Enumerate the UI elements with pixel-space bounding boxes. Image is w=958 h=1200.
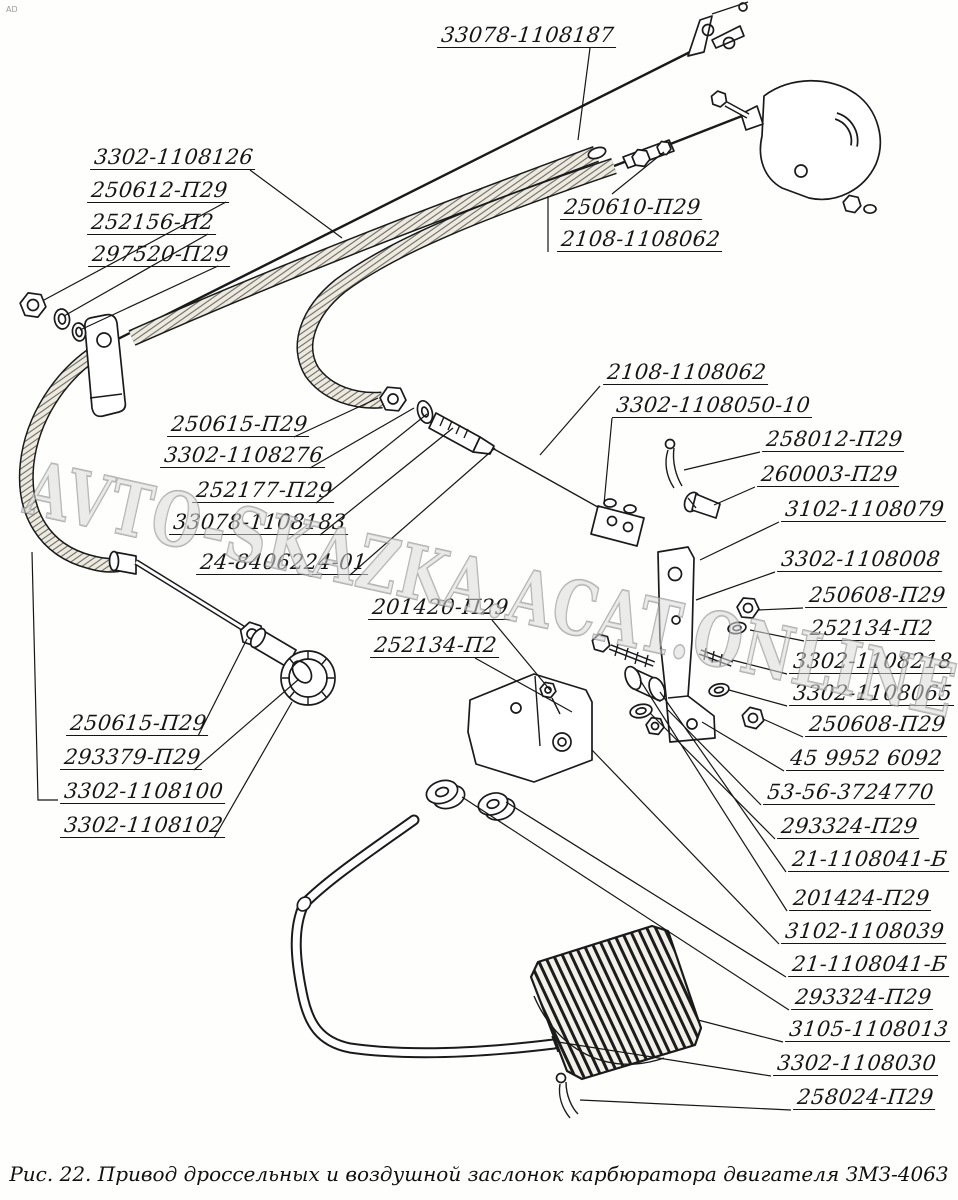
part-label: 250608-П29 [805,712,950,738]
part-label: 201424-П29 [789,886,934,912]
part-label: 3302-1108100 [60,779,228,805]
part-label: 252134-П2 [806,616,938,642]
part-label: 21-1108041-Б [788,952,952,978]
part-label: 2108-1108062 [557,227,725,253]
part-label: 21-1108041-Б [788,847,952,873]
part-label: 252156-П2 [87,210,219,236]
choke-knob-assembly [108,550,336,706]
part-label: 53-56-3724770 [763,780,938,806]
part-label: 45 9952 6092 [786,746,947,772]
part-label: 293324-П29 [777,814,922,840]
part-label: 250608-П29 [805,583,950,609]
part-label: 250610-П29 [560,195,705,221]
upper-cable-adjuster [622,140,674,168]
corner-mark: AD [6,5,18,14]
part-label: 3102-1108039 [781,919,949,945]
part-label: 293379-П29 [60,745,205,771]
part-label: 3302-1108276 [160,443,328,469]
part-label: 33078-1108183 [169,510,351,536]
part-label: 252177-П29 [192,478,337,504]
part-label: 250615-П29 [66,711,211,737]
part-label: 2108-1108062 [603,360,771,386]
part-label: 3102-1108079 [781,497,949,523]
part-label: 3302-1108065 [789,681,957,707]
part-label: 252134-П2 [370,633,502,659]
choke-cable-adjuster [379,387,645,547]
part-label: 250615-П29 [167,412,312,438]
top-clevis [687,1,749,57]
part-label: 293324-П29 [791,985,936,1011]
part-label: 3105-1108013 [785,1017,953,1043]
pedal-rollers [425,779,516,821]
part-label: 3302-1108102 [60,813,228,839]
figure-caption: Рис. 22. Привод дроссельных и воздушной … [9,1162,949,1186]
part-label: 3302-1108126 [90,145,258,171]
part-label: 258012-П29 [762,427,907,453]
leader-lines [31,47,805,1111]
part-label: 33078-1108187 [437,23,619,49]
pedal-bracket [467,633,668,783]
accelerator-pedal [290,814,703,1119]
part-label: 24-8406224-01 [196,550,371,576]
part-label: 3302-1108050-10 [612,393,815,419]
right-bracket [657,438,766,743]
part-label: 3302-1108030 [773,1051,941,1077]
part-label: 297520-П29 [88,242,233,268]
cable-bundle [18,42,743,573]
part-label: 201420-П29 [368,595,513,621]
part-label: 3302-1108218 [789,649,957,675]
part-label: 250612-П29 [87,178,232,204]
part-label: 260003-П29 [757,462,902,488]
sector-lever [709,79,882,214]
left-bracket [19,292,127,418]
part-label: 3302-1108008 [777,547,945,573]
part-label: 258024-П29 [793,1085,938,1111]
